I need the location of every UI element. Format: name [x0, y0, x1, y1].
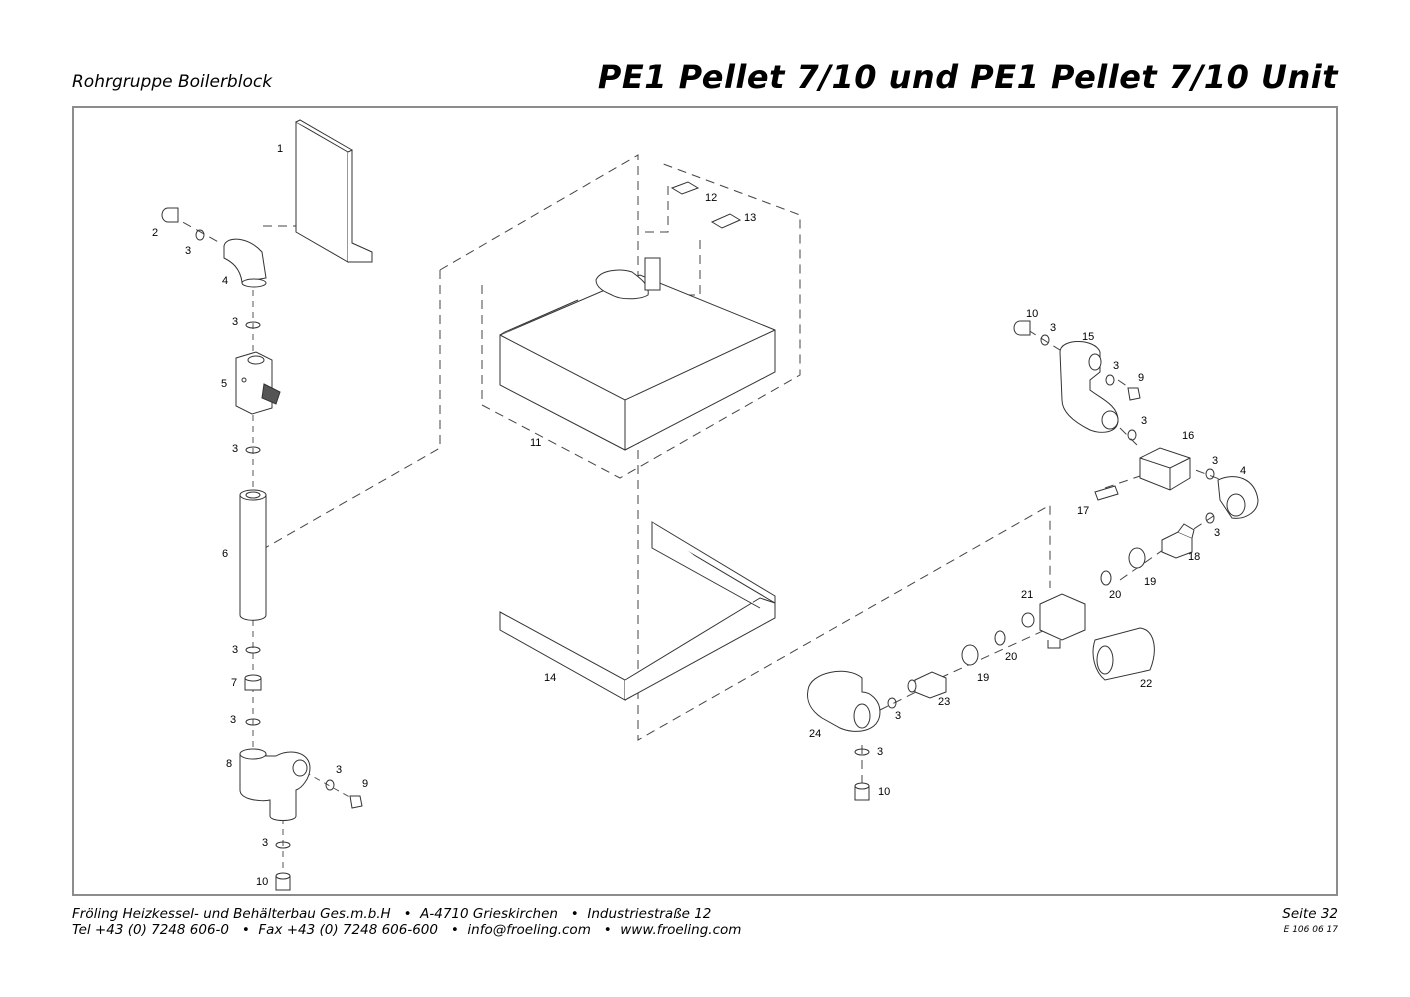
part-label: 19 [1144, 576, 1156, 588]
part-8-tee [239, 748, 311, 821]
part-number-labels: 1 2 3 4 3 5 3 6 3 7 3 8 3 9 3 10 11 12 1… [152, 143, 1246, 888]
part-19-union-nut [1128, 547, 1146, 569]
part-3-seal [1127, 429, 1137, 441]
part-3-seal [325, 779, 335, 791]
part-label: 3 [877, 746, 883, 758]
part-3-seal [1105, 374, 1115, 386]
part-label: 10 [1026, 308, 1038, 320]
part-3-seal [195, 229, 205, 241]
part-17-pin [1094, 485, 1119, 501]
part-6-pipe [239, 489, 267, 621]
part-label: 9 [362, 778, 368, 790]
part-label: 22 [1140, 678, 1152, 690]
part-7-nipple [244, 674, 262, 691]
part-18-valve [1161, 523, 1195, 559]
product-title: PE1 Pellet 7/10 und PE1 Pellet 7/10 Unit [597, 58, 1338, 96]
part-13-sticker [710, 213, 742, 229]
part-label: 3 [1212, 455, 1218, 467]
document-number: E 106 06 17 [1283, 925, 1338, 935]
part-label: 4 [222, 275, 228, 287]
part-label: 12 [705, 192, 717, 204]
part-4-elbow-right [1217, 476, 1259, 519]
part-15-double-elbow [1059, 341, 1119, 433]
part-label: 11 [530, 437, 541, 449]
part-label: 15 [1082, 331, 1094, 343]
part-24-double-elbow [807, 670, 881, 732]
part-2-fitting [161, 207, 179, 223]
part-label: 3 [185, 245, 191, 257]
part-label: 14 [544, 672, 556, 684]
part-label: 21 [1021, 589, 1033, 601]
part-9-plug-right [1127, 387, 1141, 401]
part-14-base-frame [499, 521, 776, 701]
part-3-seal [245, 321, 261, 329]
part-label: 20 [1109, 589, 1121, 601]
part-5-valve [235, 351, 281, 415]
part-12-sticker [670, 181, 700, 195]
part-label: 18 [1188, 551, 1200, 563]
part-3-seal [887, 697, 897, 709]
part-label: 10 [878, 786, 890, 798]
part-3-seal [1205, 512, 1215, 524]
part-label: 9 [1138, 372, 1144, 384]
part-9-plug [349, 795, 363, 809]
part-label: 20 [1005, 651, 1017, 663]
part-10-nipple-bottom [854, 782, 870, 801]
part-label: 3 [230, 714, 236, 726]
diagram-frame [72, 106, 1338, 896]
part-label: 2 [152, 227, 158, 239]
part-label: 16 [1182, 430, 1194, 442]
section-title: Rohrgruppe Boilerblock [72, 72, 273, 92]
part-label: 10 [256, 876, 268, 888]
part-label: 19 [977, 672, 989, 684]
part-11-housing [499, 257, 776, 451]
part-22-motor-head [1092, 627, 1155, 681]
footer-company-line: Fröling Heizkessel- und Behälterbau Ges.… [72, 906, 712, 922]
part-3-seal [1040, 334, 1050, 346]
part-label: 4 [1240, 465, 1246, 477]
part-label: 17 [1077, 505, 1089, 517]
part-label: 3 [1141, 415, 1147, 427]
part-23-valve [907, 671, 947, 699]
part-1-mounting-plate [295, 119, 373, 263]
part-label: 3 [1050, 322, 1056, 334]
part-label: 24 [809, 728, 821, 740]
part-label: 3 [232, 443, 238, 455]
footer-contact-line: Tel +43 (0) 7248 606-0 • Fax +43 (0) 724… [72, 922, 742, 938]
part-3-seal [245, 646, 261, 654]
part-label: 3 [336, 764, 342, 776]
part-label: 13 [744, 212, 756, 224]
part-label: 1 [277, 143, 283, 155]
part-label: 3 [232, 644, 238, 656]
part-4-elbow-left [223, 238, 267, 288]
part-label: 23 [938, 696, 950, 708]
part-20-gasket [1100, 570, 1112, 586]
part-10-nipple [275, 872, 291, 891]
part-3-seal [1205, 468, 1215, 480]
part-3-seal [854, 748, 870, 756]
part-21-pump [1021, 593, 1086, 649]
part-label: 3 [1113, 360, 1119, 372]
part-label: 3 [232, 316, 238, 328]
part-16-actuator [1139, 447, 1191, 491]
part-label: 3 [262, 837, 268, 849]
part-label: 6 [222, 548, 228, 560]
page-number: Seite 32 [1282, 906, 1338, 922]
part-3-seal [245, 446, 261, 454]
part-label: 7 [231, 677, 237, 689]
part-label: 5 [221, 378, 227, 390]
part-20-gasket [994, 630, 1006, 646]
part-10-fitting-top [1013, 320, 1031, 336]
part-label: 3 [1214, 527, 1220, 539]
part-3-seal [245, 718, 261, 726]
part-label: 3 [895, 710, 901, 722]
part-19-union-nut [961, 644, 979, 666]
part-3-seal [275, 841, 291, 849]
part-label: 8 [226, 758, 232, 770]
